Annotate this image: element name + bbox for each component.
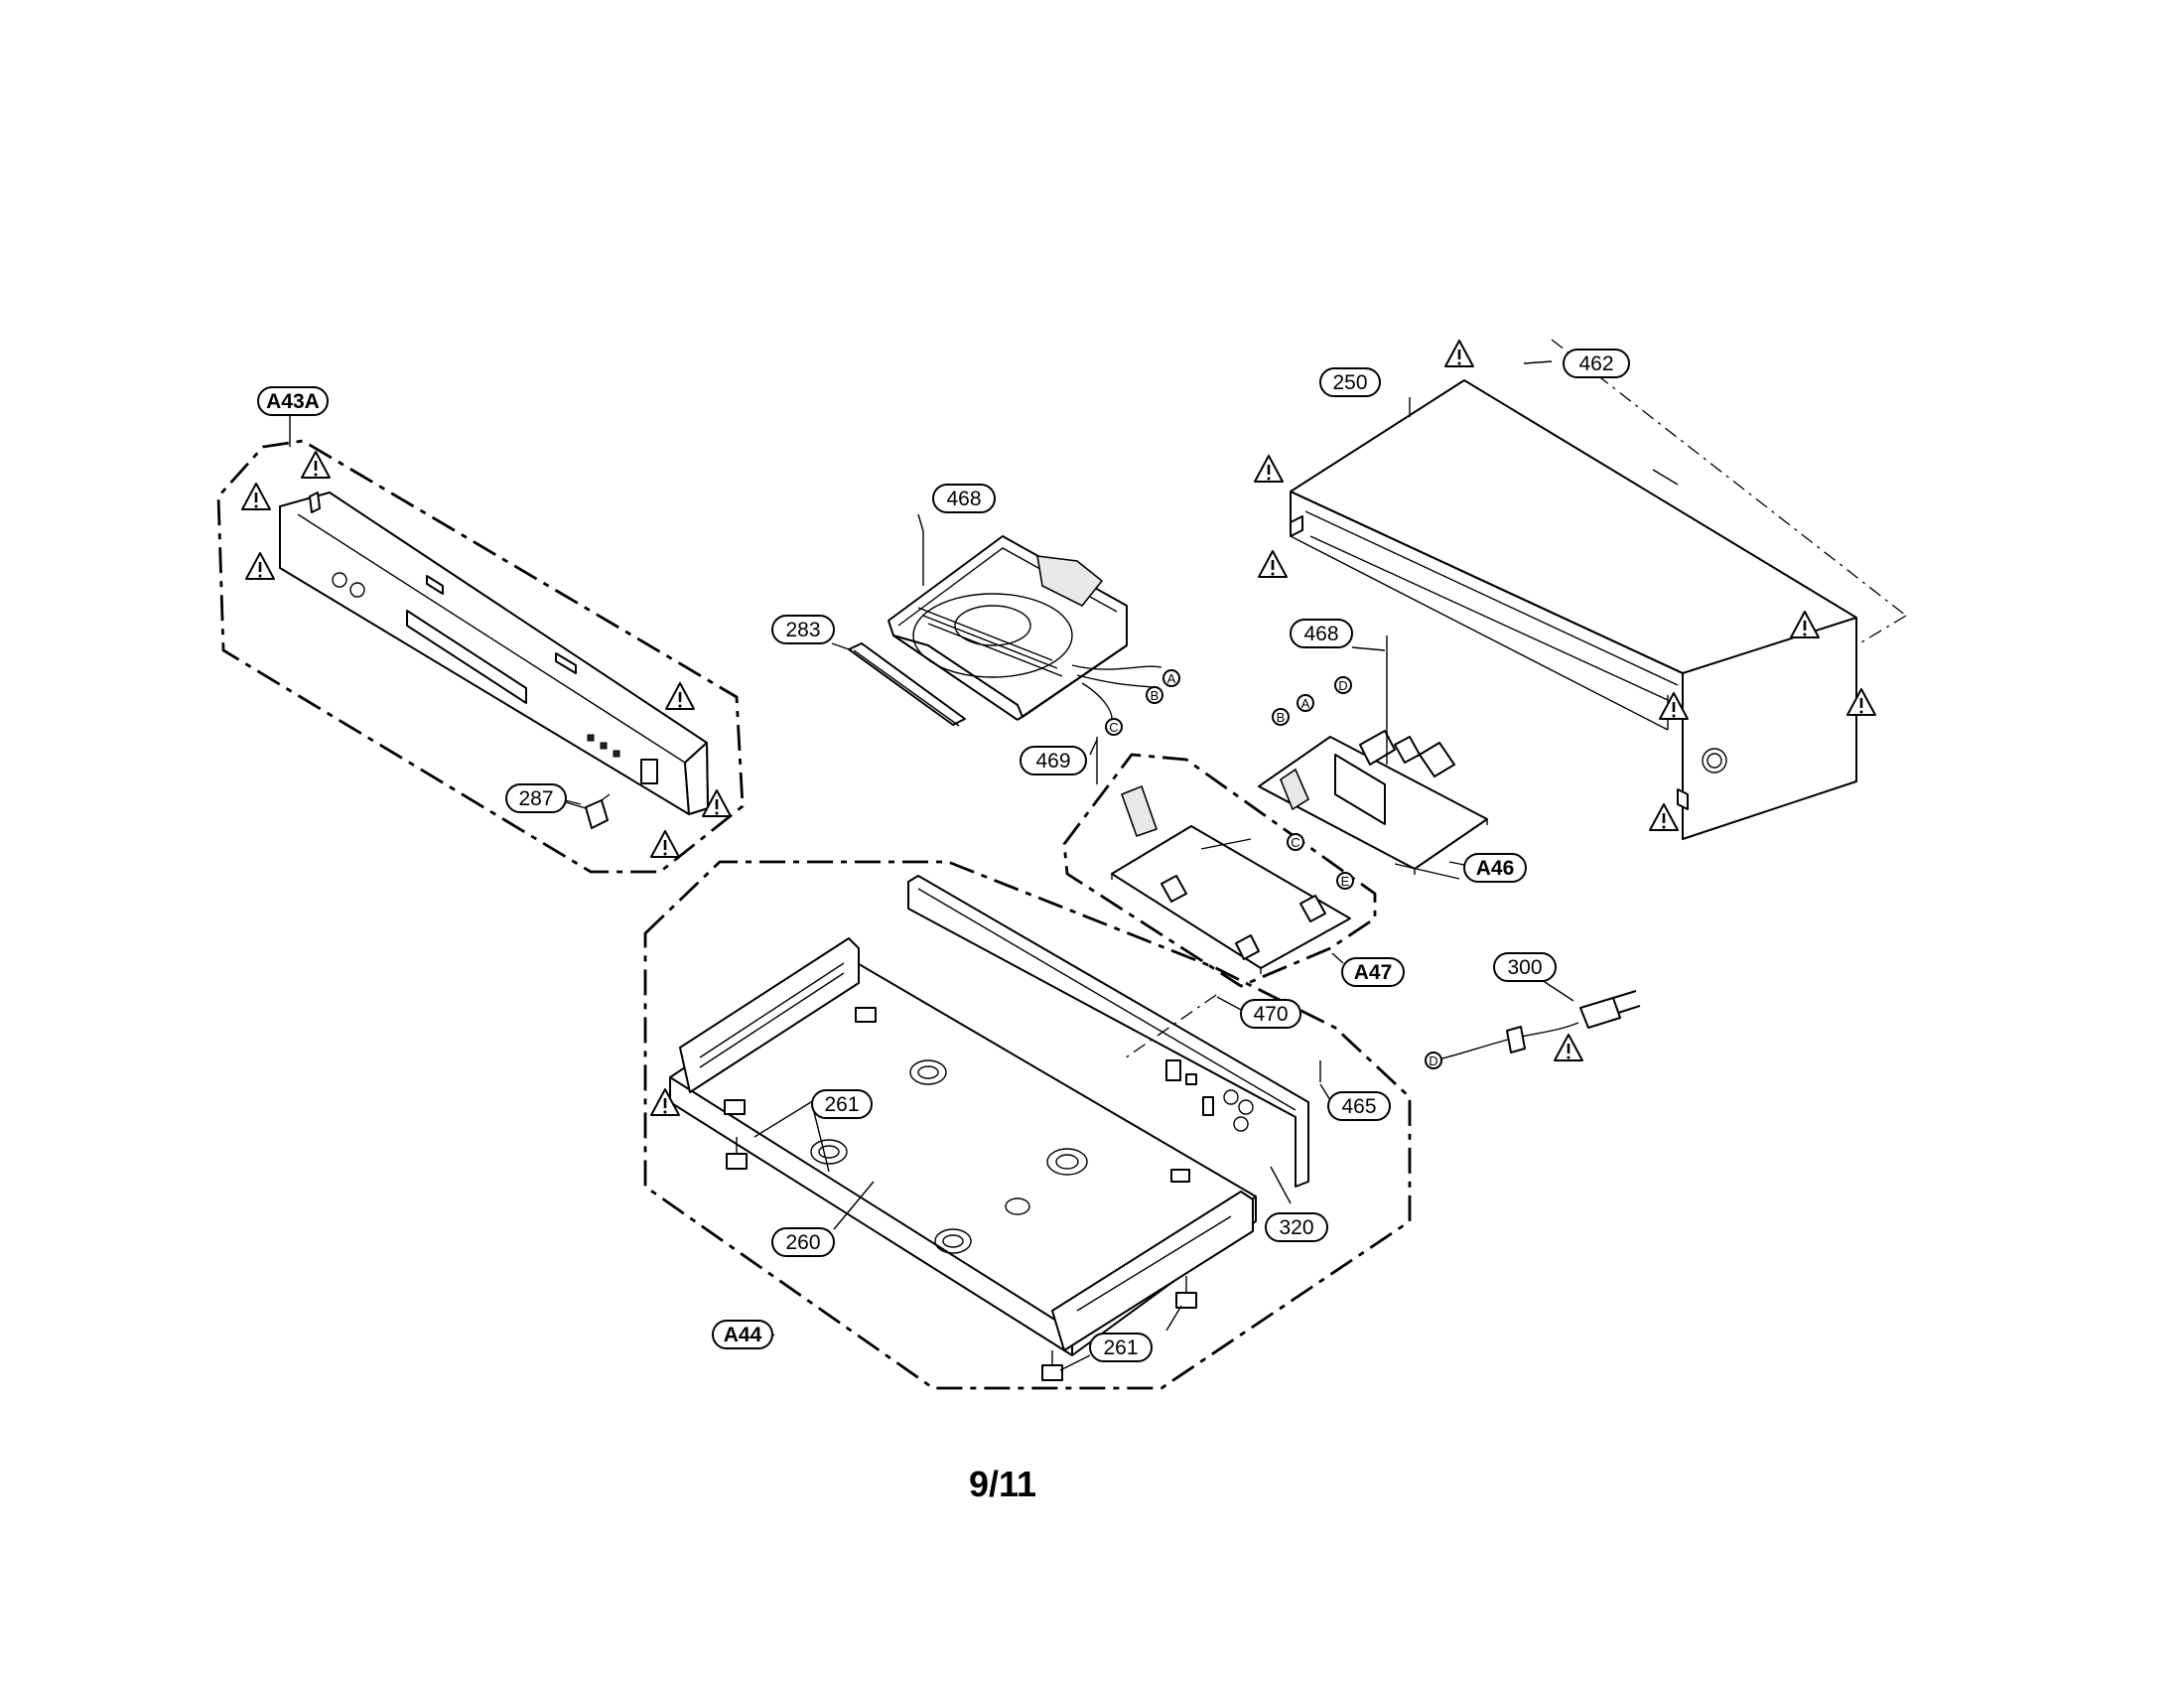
callout-A43A: A43A (257, 386, 329, 416)
callout-261-bottom: 261 (1089, 1333, 1153, 1362)
svg-text:E: E (1341, 874, 1350, 889)
part-283-loader-bezel (848, 642, 966, 726)
svg-text:470: 470 (1253, 1003, 1288, 1026)
svg-text:465: 465 (1341, 1095, 1376, 1118)
power-board-assembly (1258, 635, 1488, 880)
front-panel-group-boundary (216, 439, 745, 874)
warning-triangle-icon (664, 681, 696, 711)
svg-text:D: D (1338, 678, 1347, 693)
svg-text:469: 469 (1035, 750, 1070, 773)
callout-468-board: 468 (1290, 619, 1353, 648)
svg-text:C: C (1109, 720, 1118, 735)
warning-triangle-icon (1443, 339, 1475, 368)
connector-letter-e-board: E (1336, 872, 1354, 890)
connector-letter-d-cord: D (1425, 1052, 1442, 1069)
main-board-assembly (1062, 753, 1377, 988)
svg-text:320: 320 (1279, 1216, 1313, 1239)
svg-text:A: A (1167, 671, 1176, 686)
warning-triangle-icon (1257, 549, 1289, 579)
disc-loader-assembly (848, 531, 1162, 784)
part-287-button (585, 799, 609, 829)
svg-text:283: 283 (785, 619, 820, 641)
svg-text:D: D (1429, 1054, 1437, 1068)
warning-triangle-icon (244, 551, 276, 581)
callout-260: 260 (771, 1227, 835, 1257)
svg-text:261: 261 (1103, 1336, 1138, 1359)
svg-text:250: 250 (1332, 371, 1367, 394)
svg-text:287: 287 (518, 787, 553, 810)
warning-triangles (240, 339, 1877, 1117)
chassis-assembly (643, 860, 1412, 1390)
page-number: 9/11 (969, 1464, 1036, 1504)
chassis-group-boundary (643, 860, 1412, 1390)
main-board (1111, 825, 1351, 969)
connector-letter-a-loader: A (1162, 669, 1180, 687)
callout-283: 283 (771, 615, 835, 644)
part-320-rear-panel (907, 875, 1309, 1188)
callout-A44: A44 (712, 1320, 773, 1349)
callout-470: 470 (1240, 999, 1301, 1029)
callout-469: 469 (1020, 746, 1087, 775)
warning-triangle-icon (649, 829, 681, 859)
connector-letter-d-board: D (1334, 676, 1352, 694)
connector-letter-b-loader: B (1146, 686, 1163, 704)
svg-text:A43A: A43A (266, 390, 320, 413)
power-cord-assembly (1428, 990, 1641, 1067)
warning-triangle-icon (240, 482, 272, 511)
callout-A47: A47 (1341, 957, 1405, 987)
svg-text:B: B (1277, 710, 1286, 725)
callout-261-left: 261 (811, 1089, 873, 1119)
callout-320: 320 (1265, 1212, 1328, 1242)
warning-triangle-icon (1648, 802, 1680, 832)
part-261-foot (726, 1153, 748, 1170)
connector-letter-b-board: B (1272, 708, 1290, 726)
main-board-group-boundary (1062, 753, 1377, 988)
connector-letter-c-board: C (1287, 833, 1304, 851)
svg-text:A: A (1301, 696, 1310, 711)
top-cover-assembly (1290, 339, 1907, 840)
connector-letter-c-loader: C (1105, 718, 1123, 736)
svg-text:300: 300 (1507, 956, 1542, 979)
warning-triangle-icon (649, 1087, 681, 1117)
svg-text:A44: A44 (724, 1324, 762, 1346)
callout-462: 462 (1563, 349, 1630, 378)
warning-triangle-icon (1253, 454, 1285, 484)
part-261-foot (1041, 1364, 1063, 1381)
callout-250: 250 (1319, 367, 1381, 397)
front-panel-assembly (216, 439, 745, 874)
svg-text:468: 468 (1303, 623, 1338, 645)
svg-text:C: C (1291, 835, 1299, 850)
svg-text:260: 260 (785, 1231, 820, 1254)
svg-text:A46: A46 (1476, 857, 1515, 880)
part-261-foot (1175, 1292, 1197, 1309)
svg-text:468: 468 (946, 488, 981, 510)
svg-text:462: 462 (1578, 352, 1613, 375)
svg-text:261: 261 (824, 1093, 859, 1116)
warning-triangle-icon (1553, 1033, 1584, 1062)
callout-300: 300 (1493, 952, 1557, 982)
connector-letter-a-board: A (1297, 694, 1314, 712)
part-300-power-cord (1433, 1040, 1505, 1061)
callout-A46: A46 (1463, 853, 1527, 883)
callout-468-loader: 468 (932, 484, 996, 513)
svg-text:B: B (1151, 688, 1160, 703)
svg-text:A47: A47 (1354, 961, 1393, 984)
callout-465: 465 (1327, 1091, 1391, 1121)
callout-287: 287 (505, 783, 567, 813)
